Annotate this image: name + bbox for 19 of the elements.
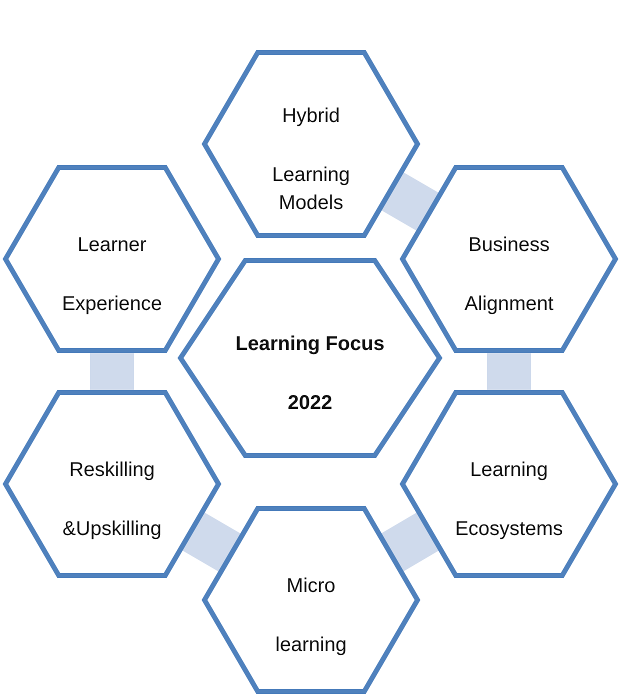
node-label: Learning <box>470 458 548 482</box>
node-label: Ecosystems <box>455 516 563 542</box>
node-label: Learning Models <box>271 162 351 216</box>
node-label: 2022 <box>288 390 332 416</box>
node-label: Business <box>468 232 550 258</box>
node-label: Learner <box>78 232 146 258</box>
connector-band <box>487 353 531 390</box>
connector-band <box>182 512 241 572</box>
node-label: Reskilling <box>69 458 155 482</box>
node-label: Experience <box>62 292 162 316</box>
connector-band <box>90 353 134 390</box>
node-label: Hybrid <box>282 104 340 128</box>
node-label: Micro <box>286 574 336 598</box>
node-label: &Upskilling <box>62 516 162 542</box>
node-label: Learning Focus <box>236 332 384 356</box>
node-label: learning <box>275 632 347 658</box>
connector-band <box>381 512 439 572</box>
node-label: Alignment <box>464 292 554 316</box>
connector-band <box>382 172 438 231</box>
